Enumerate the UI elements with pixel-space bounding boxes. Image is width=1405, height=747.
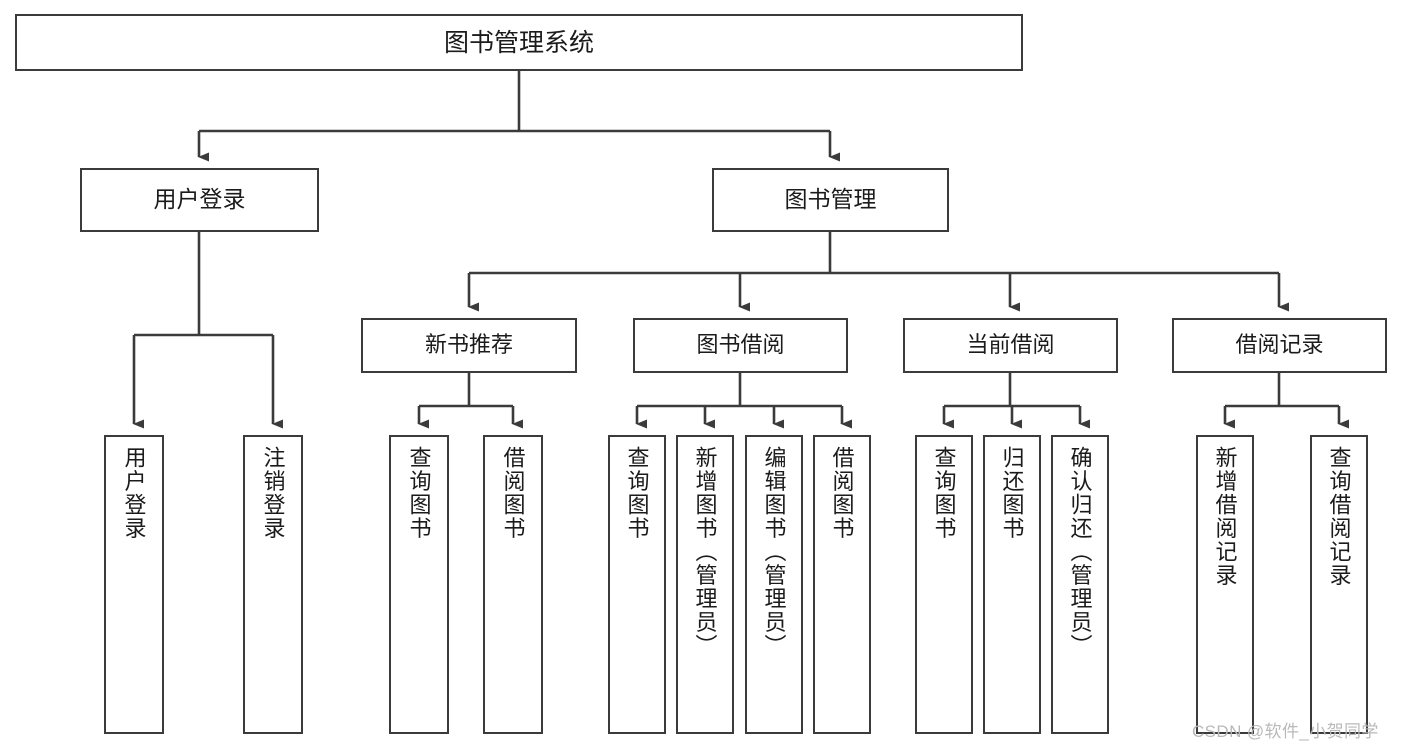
node-leaf-return-books[interactable]: 归还图书 (983, 435, 1041, 734)
node-leaf-add-borrow-record-label: 新增借阅记录 (1212, 446, 1238, 587)
node-leaf-borrow-books-borrow-label: 借阅图书 (829, 446, 855, 540)
node-book-management-label: 图书管理 (784, 186, 877, 213)
node-current-borrow[interactable]: 当前借阅 (903, 318, 1118, 373)
node-leaf-query-books-recommend[interactable]: 查询图书 (389, 435, 449, 734)
node-new-book-recommend[interactable]: 新书推荐 (361, 318, 577, 373)
node-leaf-add-book-admin-label: 新增图书（管理员） (692, 446, 718, 658)
node-leaf-add-book-admin[interactable]: 新增图书（管理员） (676, 435, 734, 734)
node-leaf-borrow-books-recommend[interactable]: 借阅图书 (483, 435, 543, 734)
node-leaf-query-books-recommend-label: 查询图书 (406, 446, 432, 540)
node-leaf-add-borrow-record[interactable]: 新增借阅记录 (1196, 435, 1254, 734)
node-leaf-logout-login[interactable]: 注销登录 (243, 435, 303, 734)
node-leaf-query-borrow-record-label: 查询借阅记录 (1326, 446, 1352, 587)
node-leaf-confirm-return-admin[interactable]: 确认归还（管理员） (1051, 435, 1109, 734)
node-leaf-query-books-current[interactable]: 查询图书 (915, 435, 973, 734)
node-leaf-borrow-books-recommend-label: 借阅图书 (500, 446, 526, 540)
node-leaf-query-books-borrow-label: 查询图书 (624, 446, 650, 540)
node-current-borrow-label: 当前借阅 (966, 332, 1055, 358)
node-new-book-recommend-label: 新书推荐 (424, 332, 513, 358)
node-book-borrow[interactable]: 图书借阅 (633, 318, 848, 373)
node-leaf-user-login-label: 用户登录 (121, 446, 147, 540)
node-book-management[interactable]: 图书管理 (712, 168, 949, 232)
node-leaf-return-books-label: 归还图书 (999, 446, 1025, 540)
node-user-login-label: 用户登录 (153, 186, 246, 213)
node-leaf-logout-login-label: 注销登录 (260, 446, 286, 540)
csdn-watermark: CSDN @软件_小贺同学 (1192, 722, 1379, 741)
node-leaf-borrow-books-borrow[interactable]: 借阅图书 (813, 435, 871, 734)
node-leaf-confirm-return-admin-label: 确认归还（管理员） (1067, 446, 1093, 658)
node-borrow-record[interactable]: 借阅记录 (1172, 318, 1387, 373)
node-book-borrow-label: 图书借阅 (696, 332, 785, 358)
node-leaf-query-borrow-record[interactable]: 查询借阅记录 (1310, 435, 1368, 734)
node-leaf-edit-book-admin-label: 编辑图书（管理员） (761, 446, 787, 658)
node-leaf-user-login[interactable]: 用户登录 (104, 435, 164, 734)
node-leaf-query-books-borrow[interactable]: 查询图书 (608, 435, 666, 734)
node-root[interactable]: 图书管理系统 (15, 14, 1023, 71)
node-borrow-record-label: 借阅记录 (1235, 332, 1324, 358)
node-root-label: 图书管理系统 (443, 28, 594, 57)
node-user-login[interactable]: 用户登录 (80, 168, 319, 232)
node-leaf-edit-book-admin[interactable]: 编辑图书（管理员） (745, 435, 803, 734)
node-leaf-query-books-current-label: 查询图书 (931, 446, 957, 540)
